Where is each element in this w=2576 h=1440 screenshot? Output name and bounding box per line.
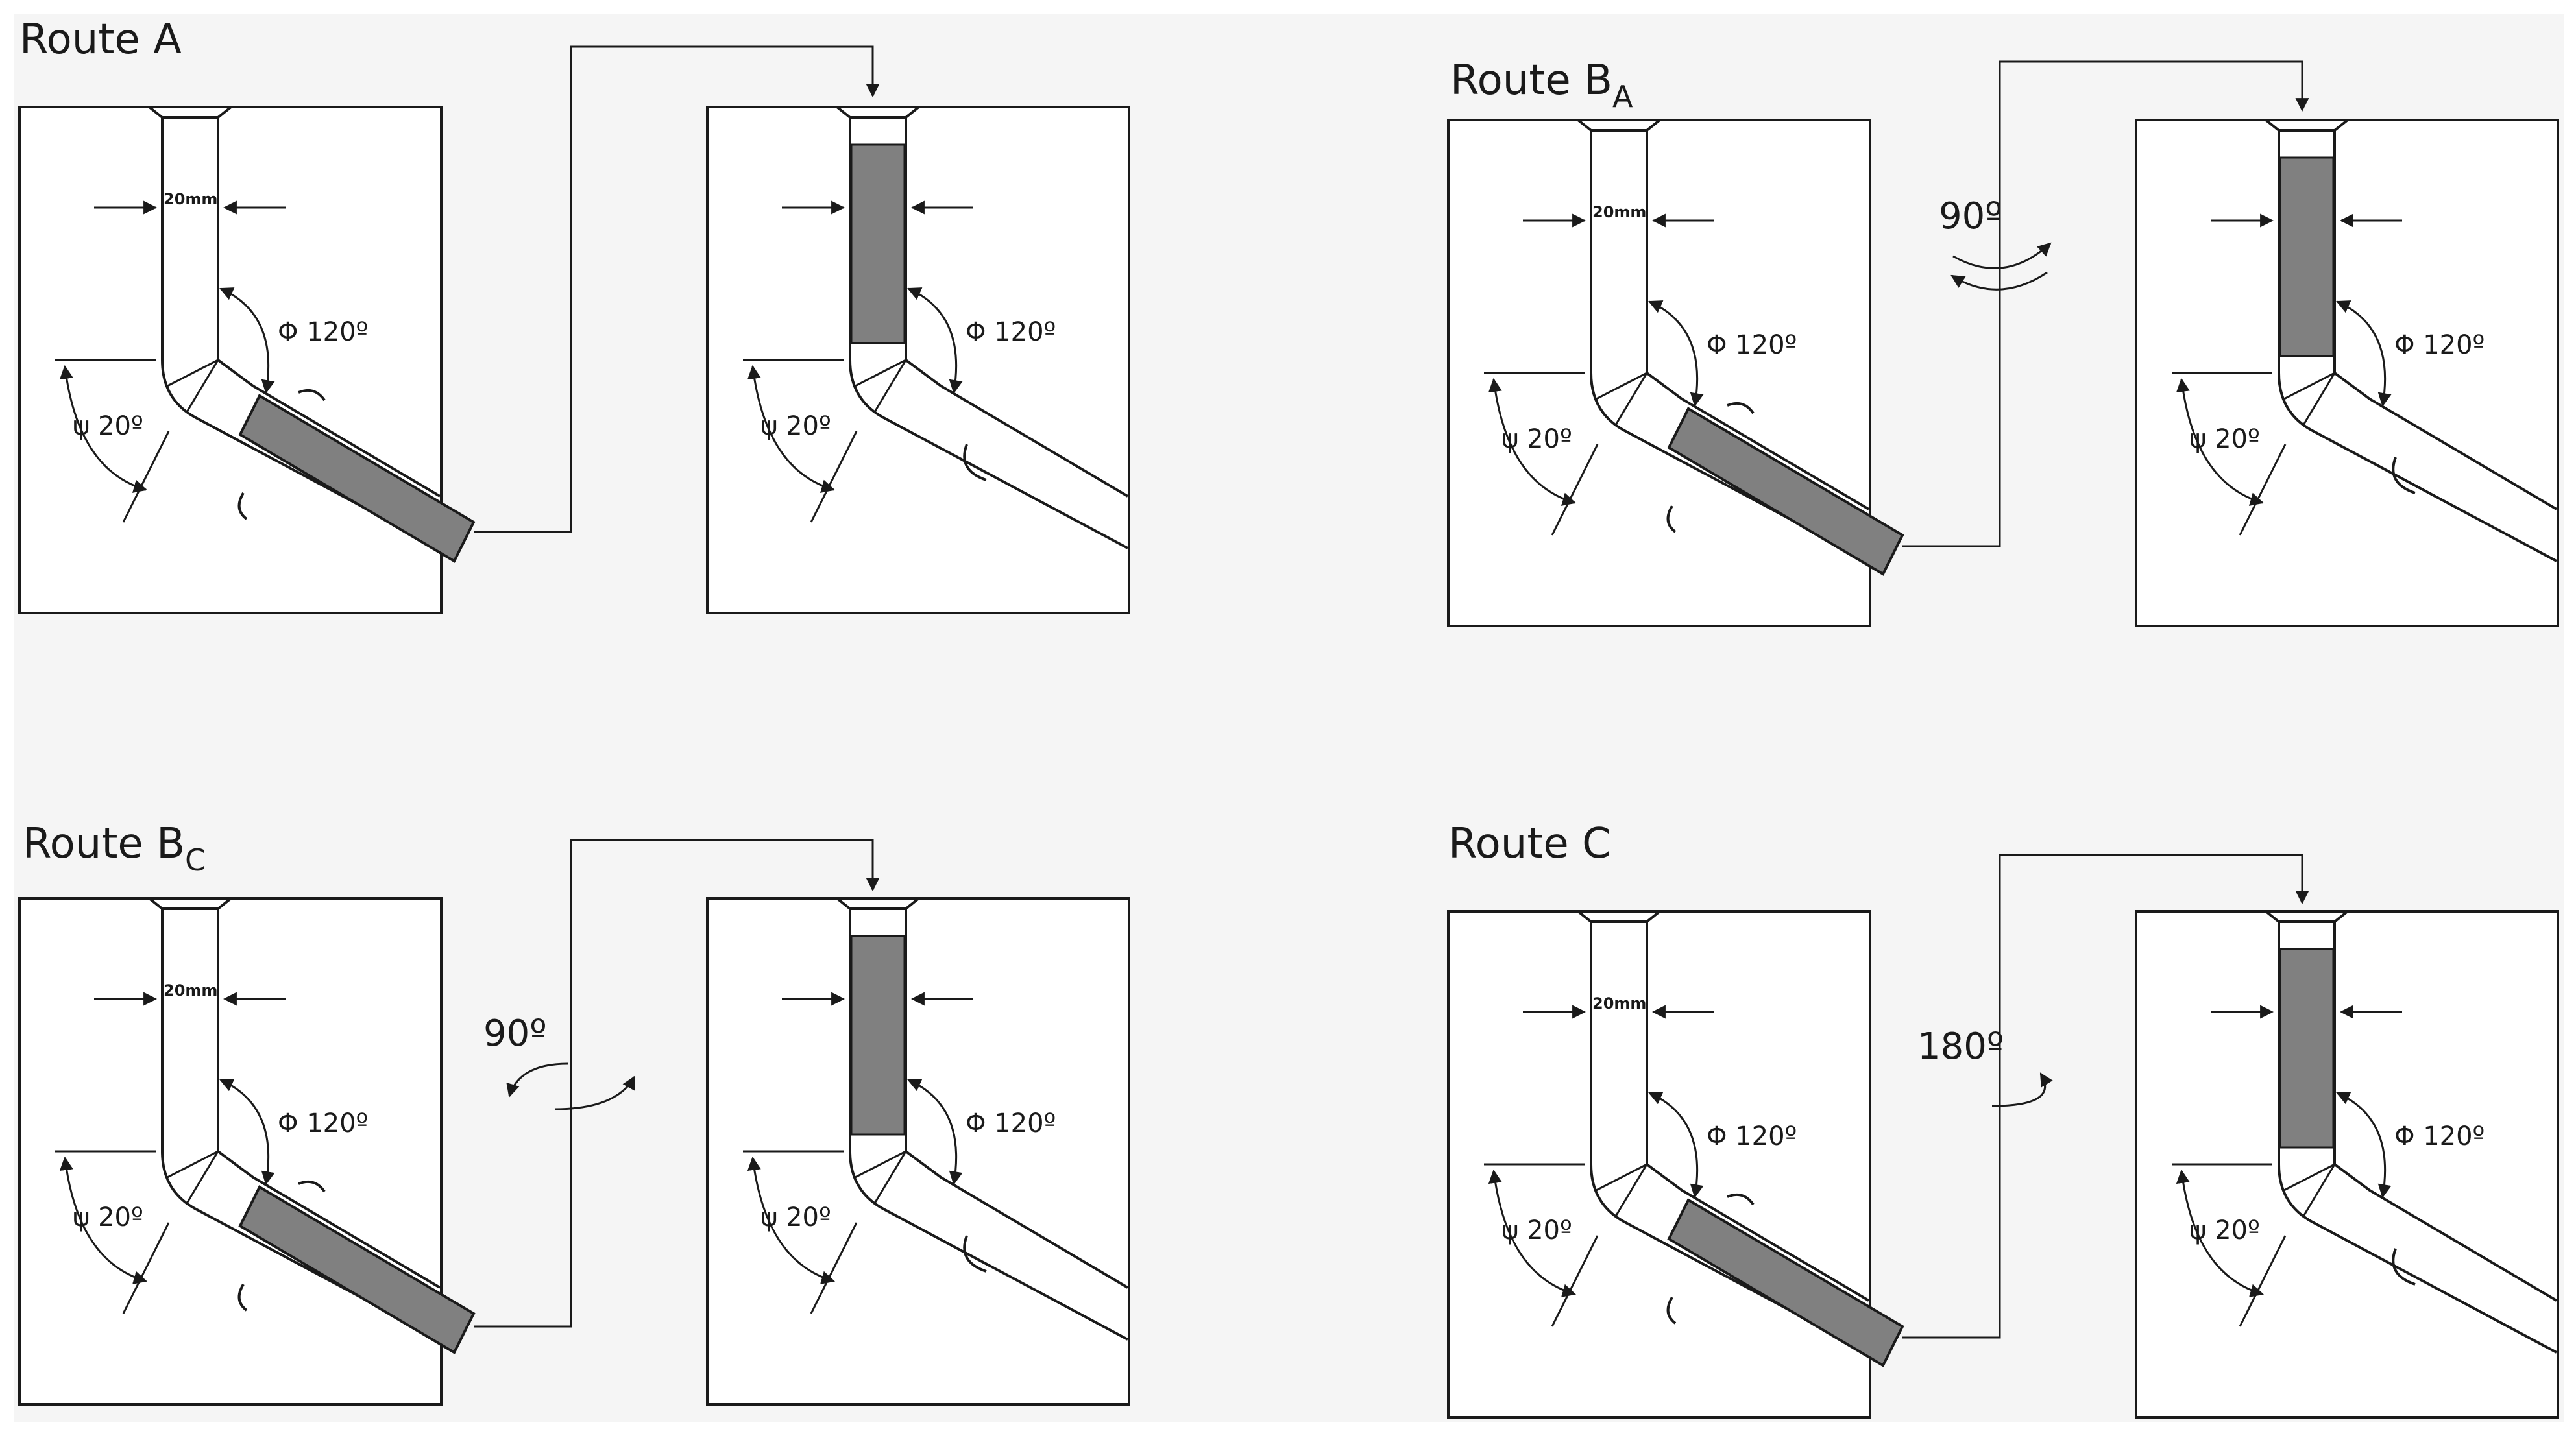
route-a-title: Route A bbox=[19, 16, 182, 64]
route-a-die-before: 20mm Φ 120º ψ 20º bbox=[19, 107, 475, 613]
psi-angle-label: ψ 20º bbox=[73, 411, 143, 441]
phi-angle-label: Φ 120º bbox=[966, 317, 1056, 347]
transfer-arrow-icon bbox=[474, 839, 880, 1328]
phi-angle-label: Φ 120º bbox=[1707, 1122, 1797, 1151]
phi-angle-label: Φ 120º bbox=[2394, 1122, 2485, 1151]
route-bc-die-before: 20mm Φ 120º ψ 20º bbox=[19, 898, 475, 1404]
route-c-rotation-label: 180º bbox=[1917, 1026, 2004, 1068]
phi-angle-label: Φ 120º bbox=[2394, 330, 2485, 360]
psi-angle-label: ψ 20º bbox=[760, 1203, 831, 1232]
psi-angle-label: ψ 20º bbox=[73, 1203, 143, 1232]
double-curved-arrow-icon bbox=[506, 1062, 636, 1110]
route-bc-panel: Route BC 20mm Φ 120º ψ 20º 90º Φ 120º ψ … bbox=[19, 820, 1129, 1404]
phi-angle-label: Φ 120º bbox=[278, 1109, 368, 1138]
channel-width-label: 20mm bbox=[1592, 994, 1646, 1013]
phi-angle-label: Φ 120º bbox=[1707, 330, 1797, 360]
psi-angle-label: ψ 20º bbox=[1501, 1216, 1572, 1245]
transfer-arrow-icon bbox=[1902, 854, 2309, 1339]
psi-angle-label: ψ 20º bbox=[2189, 1216, 2260, 1245]
route-ba-die-after: Φ 120º ψ 20º bbox=[2136, 120, 2558, 626]
route-a-panel: Route A 20mm Φ 120º ψ 20º Φ 120º ψ 20º bbox=[19, 16, 1129, 613]
transfer-arrow-icon bbox=[474, 45, 880, 533]
route-c-title: Route C bbox=[1448, 820, 1611, 868]
channel-width-label: 20mm bbox=[1592, 203, 1646, 221]
route-ba-panel: Route BA 20mm Φ 120º ψ 20º 90º Φ 120º ψ … bbox=[1448, 56, 2558, 626]
double-curved-arrow-icon bbox=[1950, 242, 2052, 291]
phi-angle-label: Φ 120º bbox=[278, 317, 368, 347]
route-bc-title: Route BC bbox=[23, 820, 206, 878]
route-c-panel: Route C 20mm Φ 120º ψ 20º 180º Φ 120º ψ … bbox=[1448, 820, 2558, 1417]
route-c-die-after: Φ 120º ψ 20º bbox=[2136, 911, 2558, 1417]
single-curved-arrow-icon bbox=[1991, 1072, 2053, 1107]
route-bc-die-after: Φ 120º ψ 20º bbox=[707, 898, 1129, 1404]
route-ba-rotation-label: 90º bbox=[1939, 195, 2002, 237]
route-a-die-after: Φ 120º ψ 20º bbox=[707, 107, 1129, 613]
route-ba-die-before: 20mm Φ 120º ψ 20º bbox=[1448, 120, 1904, 626]
psi-angle-label: ψ 20º bbox=[1501, 424, 1572, 454]
psi-angle-label: ψ 20º bbox=[2189, 424, 2260, 454]
channel-width-label: 20mm bbox=[164, 981, 217, 1000]
channel-width-label: 20mm bbox=[164, 190, 217, 208]
phi-angle-label: Φ 120º bbox=[966, 1109, 1056, 1138]
route-c-die-before: 20mm Φ 120º ψ 20º bbox=[1448, 911, 1904, 1417]
psi-angle-label: ψ 20º bbox=[760, 411, 831, 441]
route-ba-title: Route BA bbox=[1450, 56, 1633, 114]
transfer-arrow-icon bbox=[1902, 60, 2309, 547]
route-bc-rotation-label: 90º bbox=[483, 1013, 547, 1055]
